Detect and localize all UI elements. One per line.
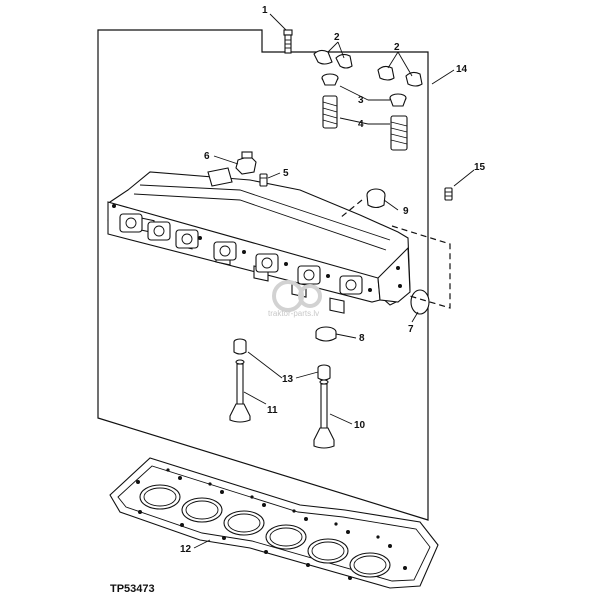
valve-locks-left xyxy=(313,49,353,69)
callout-11: 11 xyxy=(267,405,278,416)
cylinder-head xyxy=(107,167,411,314)
injector-sleeve xyxy=(366,188,386,209)
figure-id: TP53473 xyxy=(110,583,155,595)
gasket-bolt-holes xyxy=(136,468,407,580)
dowel-pin xyxy=(259,173,268,187)
spring-retainer-left xyxy=(321,73,339,86)
callout-13: 13 xyxy=(282,374,294,385)
assembly-path-valve xyxy=(391,225,451,309)
gasket-cylinder-bores xyxy=(139,484,391,578)
callout-12: 12 xyxy=(180,544,192,555)
callout-10: 10 xyxy=(354,420,366,431)
intake-valve xyxy=(229,359,251,423)
valve-stem-seal-right xyxy=(317,364,331,381)
group-frame xyxy=(97,29,429,521)
valve-locks-right xyxy=(377,65,423,87)
watermark-logo: traktor-parts.lv xyxy=(268,280,322,318)
callout-5: 5 xyxy=(283,168,289,179)
callout-6: 6 xyxy=(204,151,210,162)
callout-2-left: 2 xyxy=(334,32,340,43)
head-ports xyxy=(119,213,363,295)
assembly-path-sleeve xyxy=(339,199,363,219)
cover-stud xyxy=(444,187,453,201)
temperature-sender xyxy=(235,151,257,175)
spring-retainer-right xyxy=(389,93,407,107)
callout-14: 14 xyxy=(456,64,468,75)
head-bolt-bosses xyxy=(112,204,402,292)
valve-seat-insert xyxy=(315,326,337,342)
callout-9: 9 xyxy=(403,206,409,217)
valve-stem-seal-left xyxy=(233,338,247,355)
leader-lines xyxy=(193,13,475,549)
callout-8: 8 xyxy=(359,333,365,344)
valve-spring-left xyxy=(322,95,338,129)
callout-1: 1 xyxy=(262,5,268,16)
callout-15: 15 xyxy=(474,162,486,173)
watermark-text: traktor-parts.lv xyxy=(268,309,319,318)
cap-screw xyxy=(283,29,293,54)
callout-4: 4 xyxy=(358,119,364,130)
callout-3: 3 xyxy=(358,95,364,106)
callout-7: 7 xyxy=(408,324,414,335)
head-gasket xyxy=(109,457,439,589)
exhaust-valve xyxy=(313,379,335,449)
callout-2-right: 2 xyxy=(394,42,400,53)
valve-spring-right xyxy=(390,115,408,151)
expansion-plug xyxy=(410,289,430,315)
